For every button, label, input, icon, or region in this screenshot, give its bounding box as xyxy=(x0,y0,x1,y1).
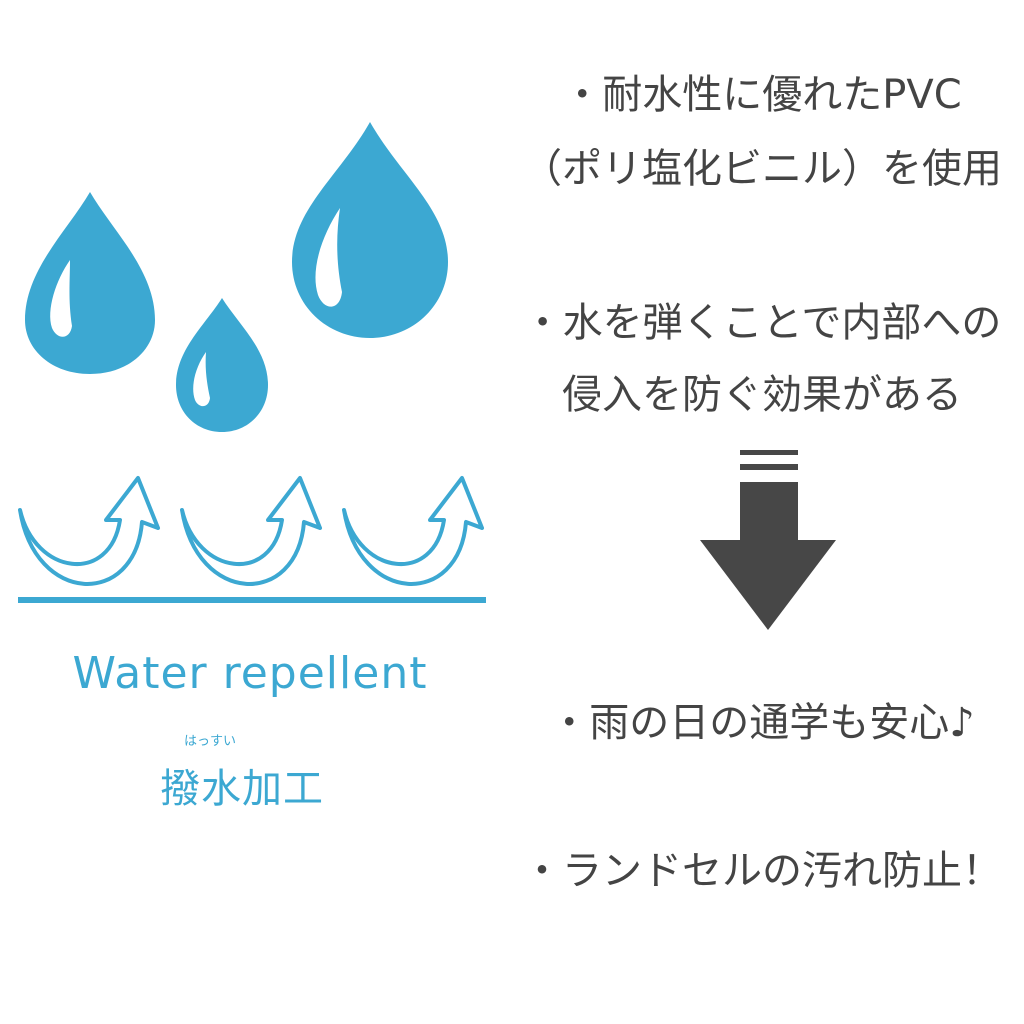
feature-point-2-line-2: 侵入を防ぐ効果がある xyxy=(562,372,962,418)
repel-arrow-icon xyxy=(18,476,160,586)
surface-line xyxy=(18,597,486,603)
feature-point-4: ・ランドセルの汚れ防止！ xyxy=(522,848,1002,894)
repel-arrow-icon xyxy=(342,476,484,586)
feature-point-1-line-1: ・耐水性に優れたPVC xyxy=(562,72,962,118)
feature-point-3: ・雨の日の通学も安心♪ xyxy=(549,700,975,746)
feature-list: ・耐水性に優れたPVC （ポリ塩化ビニル）を使用 ・水を弾くことで内部への 侵入… xyxy=(500,0,1024,1024)
japanese-label: 撥水加工 xyxy=(160,766,324,812)
water-drop-icon xyxy=(25,192,155,374)
water-drop-icon xyxy=(176,298,268,432)
repel-arrow-icon xyxy=(180,476,322,586)
down-arrow-icon xyxy=(700,450,836,630)
water-drop-icon xyxy=(292,122,448,338)
feature-point-2-line-1: ・水を弾くことで内部への xyxy=(522,300,1002,346)
ruby-reading: はっすい xyxy=(183,734,236,749)
water-repellent-illustration xyxy=(18,122,486,603)
english-label: Water repellent xyxy=(72,648,428,699)
feature-point-1-line-2: （ポリ塩化ビニル）を使用 xyxy=(522,146,1002,192)
